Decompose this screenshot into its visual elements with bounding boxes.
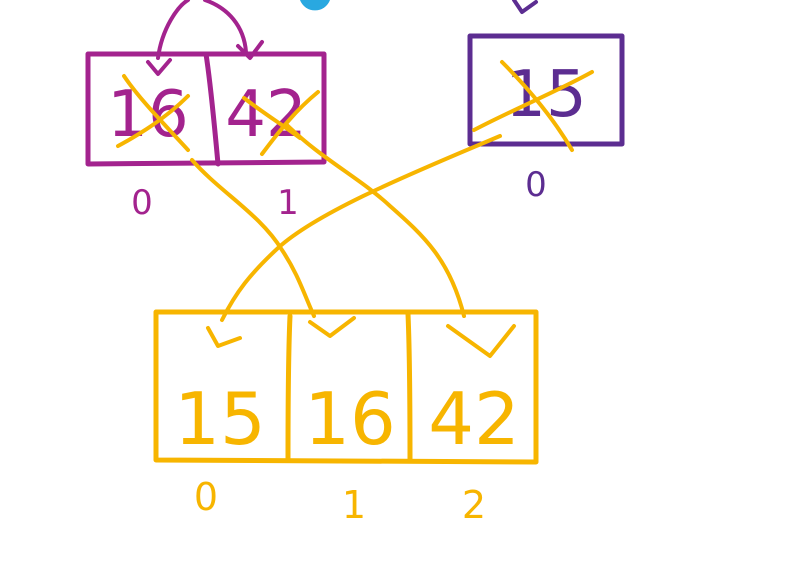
merged-cell-2-value: 42 <box>428 377 520 461</box>
merged-index-2: 2 <box>462 483 486 527</box>
right-array-box <box>467 33 625 147</box>
left-index-1: 1 <box>277 183 299 223</box>
arrow-head-merged-1 <box>308 316 356 338</box>
merged-array-divider-2 <box>405 311 413 463</box>
right-array: 15 0 <box>467 33 625 205</box>
merged-cell-1-value: 16 <box>304 377 396 461</box>
left-cell-0-value: 16 <box>107 78 188 152</box>
merge-arrows <box>190 122 516 358</box>
merged-cell-0-value: 15 <box>174 377 266 461</box>
arrow-head-merged-2 <box>446 324 516 358</box>
left-arrow-head-1 <box>146 58 172 76</box>
cross-out-left-cell-0 <box>116 74 190 152</box>
cross-out-right-cell-0 <box>472 60 594 152</box>
blue-circle-fragment <box>300 0 330 11</box>
left-array: 16 42 0 1 <box>85 51 327 223</box>
merged-index-1: 1 <box>342 483 366 527</box>
left-array-divider <box>203 51 221 167</box>
arrow-42-to-merged-2 <box>284 122 466 318</box>
left-arrow-head-2 <box>236 40 264 60</box>
merged-index-0: 0 <box>194 475 218 519</box>
left-array-box <box>85 51 327 167</box>
right-parent-arrow-stroke <box>512 0 538 14</box>
left-index-0: 0 <box>131 183 153 223</box>
left-parent-arrow-stroke <box>156 0 248 60</box>
merged-array: 15 16 42 0 1 2 <box>153 309 539 527</box>
merged-array-divider-1 <box>285 313 293 463</box>
arrow-head-merged-0 <box>206 326 242 348</box>
arrow-16-to-merged-1 <box>190 158 316 318</box>
right-index-0: 0 <box>525 165 547 205</box>
arrow-15-to-merged-0 <box>220 134 502 322</box>
